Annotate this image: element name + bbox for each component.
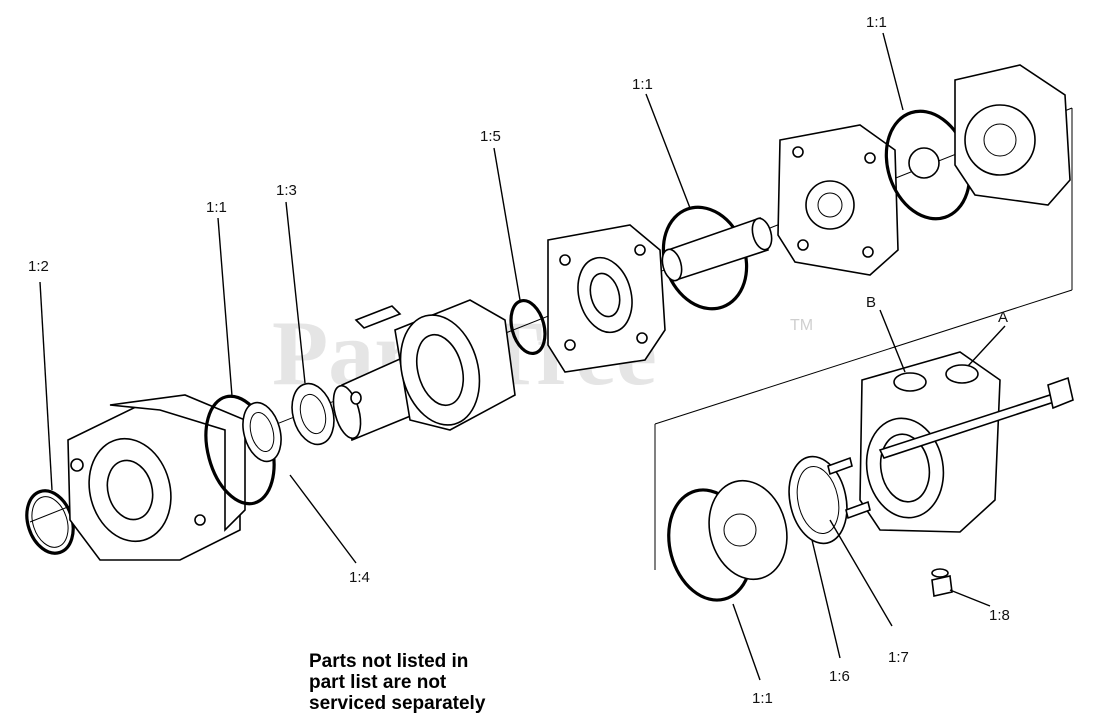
- callout-1-1-top: 1:1: [866, 14, 887, 31]
- part-shaft-bearing: [332, 299, 516, 442]
- part-bolt: [878, 376, 1074, 459]
- part-rotor-set: [708, 479, 788, 581]
- part-pins: [827, 456, 871, 520]
- part-star-gear: [908, 147, 940, 179]
- callout-1-1-left: 1:1: [206, 199, 227, 216]
- watermark-tm: TM: [790, 317, 813, 334]
- callout-1-2: 1:2: [28, 258, 49, 275]
- callout-port-a: A: [998, 309, 1008, 326]
- part-flange-plate: [547, 224, 666, 373]
- callout-1-6: 1:6: [829, 668, 850, 685]
- part-drive-shaft: [661, 216, 773, 282]
- callout-1-1-bottom: 1:1: [752, 690, 773, 707]
- part-seal-1-4: [242, 401, 282, 463]
- callout-1-1-shaft: 1:1: [632, 76, 653, 93]
- part-oring-1-5: [509, 298, 547, 356]
- callout-1-7: 1:7: [888, 649, 909, 666]
- service-note-line-3: serviced separately: [309, 693, 486, 714]
- callout-1-4: 1:4: [349, 569, 370, 586]
- callout-1-5: 1:5: [480, 128, 501, 145]
- part-ring-1-7: [788, 455, 848, 545]
- service-note-line-2: part list are not: [309, 672, 447, 693]
- service-note-line-1: Parts not listed in: [309, 651, 469, 672]
- callout-labels: 1:2 1:1 1:3 1:4 1:5 1:1 1:1 B A 1:8 1:7 …: [28, 14, 1010, 707]
- leader-lines: [39, 32, 1006, 681]
- service-note: Parts not listed in part list are not se…: [309, 651, 485, 714]
- callout-1-8: 1:8: [989, 607, 1010, 624]
- callout-1-3: 1:3: [276, 182, 297, 199]
- part-housing: [67, 394, 246, 561]
- part-end-cap: [954, 64, 1071, 206]
- part-key: [354, 305, 402, 329]
- callout-port-b: B: [866, 294, 876, 311]
- part-gerotor-plate: [777, 124, 899, 276]
- part-plug-1-8: [931, 568, 953, 597]
- part-washer-1-3: [291, 382, 335, 446]
